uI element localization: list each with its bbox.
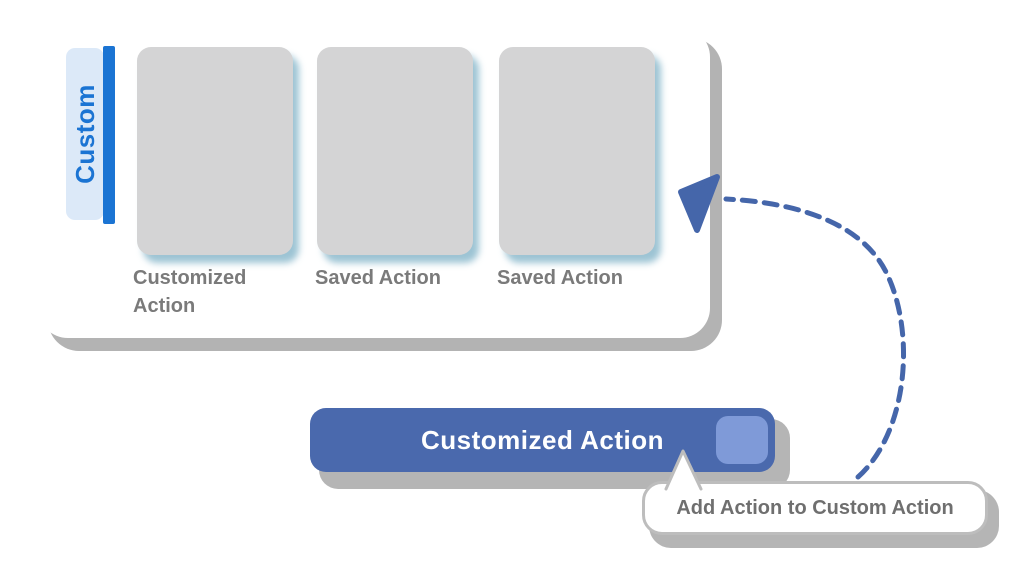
saved-action-card[interactable] xyxy=(317,47,473,255)
customized-action-card[interactable] xyxy=(137,47,293,255)
saved-action-card-label: Saved Action xyxy=(315,267,441,289)
custom-tab[interactable] xyxy=(66,48,104,220)
add-action-tooltip: Add Action to Custom Action xyxy=(642,481,988,535)
saved-action-card-label: Saved Action xyxy=(497,267,623,289)
custom-tab-label: Custom xyxy=(70,84,100,184)
customized-action-card-label: Customized Action xyxy=(133,267,247,317)
saved-action-card[interactable] xyxy=(499,47,655,255)
add-action-square[interactable] xyxy=(716,416,768,464)
customized-action-button[interactable]: Customized Action xyxy=(310,408,775,472)
custom-tab-indicator xyxy=(103,46,115,224)
add-action-tooltip-label: Add Action to Custom Action xyxy=(676,497,954,519)
custom-actions-panel: Custom Customized Action Saved Action Sa… xyxy=(38,27,710,338)
customized-action-button-label: Customized Action xyxy=(421,425,664,455)
